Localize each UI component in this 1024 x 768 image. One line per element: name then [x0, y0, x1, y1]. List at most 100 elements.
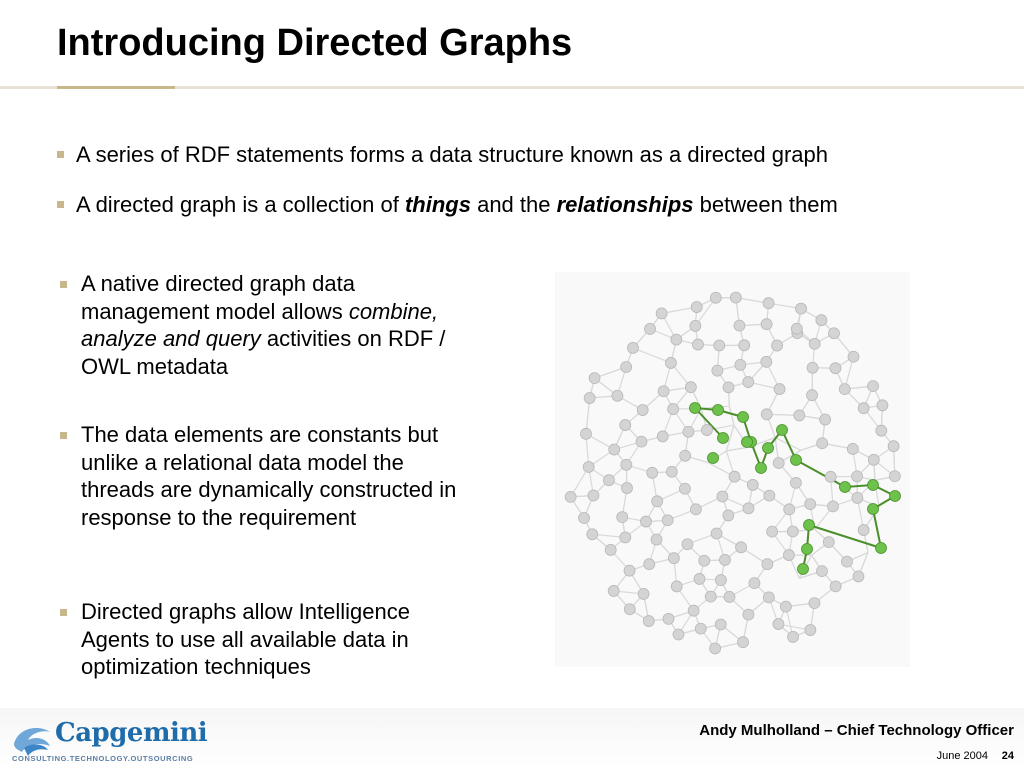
graph-node	[760, 355, 773, 368]
graph-node	[795, 302, 807, 315]
graph-highlight-node	[776, 424, 788, 436]
graph-node	[793, 409, 806, 422]
graph-node	[875, 424, 888, 437]
graph-node	[783, 503, 796, 516]
graph-node	[760, 408, 773, 421]
top-bullet-2: A directed graph is a collection of thin…	[57, 191, 838, 218]
graph-edge	[728, 406, 735, 426]
graph-node	[704, 590, 717, 603]
graph-node	[635, 435, 648, 448]
graph-node	[722, 509, 735, 522]
left-bullet-1: A native directed graph data management …	[60, 270, 480, 380]
graph-node	[742, 608, 755, 621]
top-bullet-1-text: A series of RDF statements forms a data …	[76, 142, 829, 167]
graph-edge	[585, 397, 591, 434]
title-divider	[0, 86, 1024, 89]
graph-node	[694, 622, 707, 635]
graph-node	[643, 558, 656, 571]
graph-edge	[661, 306, 697, 314]
graph-node	[713, 339, 726, 352]
emphasis-things: things	[404, 192, 471, 217]
graph-highlight-node	[839, 481, 851, 493]
graph-node	[651, 495, 664, 508]
graph-node	[698, 554, 711, 567]
graph-node	[790, 322, 803, 335]
graph-node	[682, 425, 695, 438]
graph-node	[616, 511, 629, 523]
graph-node	[723, 591, 736, 603]
graph-edge	[725, 425, 735, 452]
graph-highlight-node	[867, 503, 879, 515]
graph-node	[709, 642, 722, 655]
logo-tagline: CONSULTING.TECHNOLOGY.OUTSOURCING	[12, 754, 194, 763]
graph-node	[578, 512, 590, 524]
graph-node	[728, 470, 741, 483]
graph-node	[829, 362, 842, 375]
graph-highlight-node	[790, 454, 802, 466]
graph-node	[806, 361, 819, 374]
graph-node	[804, 498, 817, 511]
graph-node	[846, 443, 859, 455]
left-bullet-1-text: A native directed graph data management …	[81, 271, 446, 379]
graph-node	[627, 342, 639, 354]
graph-node	[824, 470, 837, 483]
graph-node	[763, 489, 776, 502]
graph-node	[815, 314, 828, 327]
graph-node	[790, 476, 802, 489]
slide-title: Introducing Directed Graphs	[57, 22, 573, 64]
graph-highlight-node	[762, 442, 774, 454]
graph-node	[670, 333, 683, 346]
graph-node	[650, 533, 663, 546]
graph-node	[851, 470, 863, 483]
graph-node	[808, 337, 821, 350]
graph-highlight-node	[712, 404, 724, 416]
graph-node	[611, 389, 624, 402]
bullet-square-icon	[57, 151, 64, 158]
title-divider-accent	[57, 86, 175, 89]
graph-highlight-node	[875, 542, 887, 554]
graph-node	[816, 565, 828, 578]
bullet-square-icon	[57, 201, 64, 208]
graph-node	[722, 381, 735, 394]
graph-node	[604, 543, 617, 556]
graph-node	[711, 364, 724, 377]
graph-node	[640, 515, 652, 528]
graph-node	[761, 558, 774, 571]
graph-highlight-edge	[795, 459, 846, 488]
graph-node	[583, 392, 596, 404]
graph-node	[690, 301, 703, 313]
graph-node	[608, 443, 621, 456]
graph-node	[806, 389, 818, 402]
graph-node	[710, 527, 723, 540]
graph-node	[838, 383, 851, 396]
graph-node	[586, 528, 599, 541]
graph-node	[847, 350, 860, 363]
graph-node	[737, 636, 749, 649]
graph-highlight-node	[717, 432, 729, 444]
graph-node	[623, 603, 636, 616]
graph-node	[829, 580, 842, 593]
graph-node	[656, 430, 669, 443]
graph-node	[642, 615, 655, 627]
top-bullet-1: A series of RDF statements forms a data …	[57, 141, 828, 168]
graph-node	[709, 291, 722, 304]
graph-node	[679, 449, 692, 462]
graph-node	[772, 618, 785, 630]
top-bullet-2-text: A directed graph is a collection of thin…	[76, 192, 838, 217]
graph-node	[661, 514, 674, 527]
graph-node	[670, 580, 683, 593]
left-bullet-3-text: Directed graphs allow Intelligence Agent…	[81, 599, 410, 679]
graph-node	[816, 437, 829, 450]
directed-graph-illustration	[555, 272, 910, 667]
graph-node	[679, 482, 691, 495]
graph-node	[603, 474, 615, 487]
graph-node	[714, 618, 727, 631]
graph-edge	[726, 446, 749, 452]
graph-node	[689, 503, 702, 516]
graph-node	[779, 600, 792, 613]
graph-node	[672, 628, 685, 641]
graph-highlight-edge	[872, 508, 882, 549]
graph-edge	[632, 347, 672, 364]
graph-node	[787, 630, 799, 643]
graph-node	[693, 573, 706, 585]
